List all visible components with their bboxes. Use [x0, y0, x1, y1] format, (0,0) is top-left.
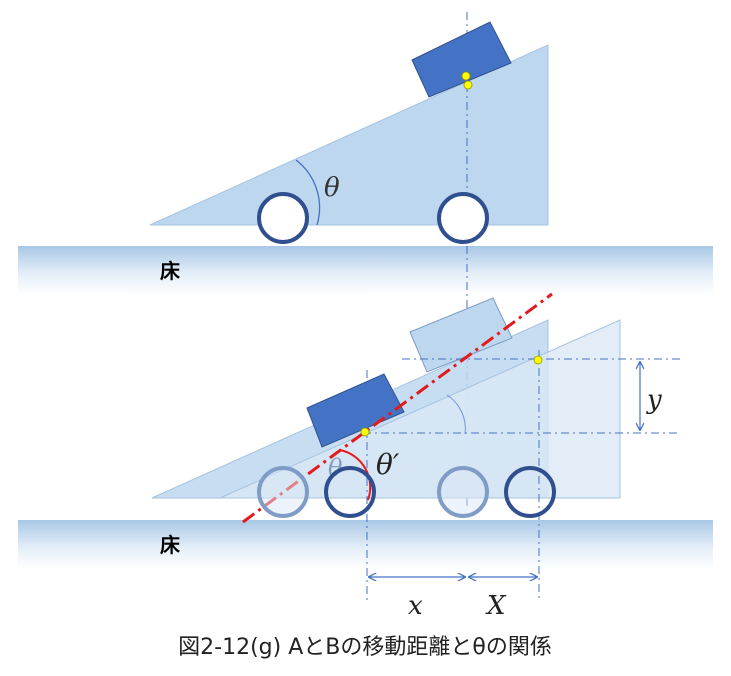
shifted-wedge — [219, 319, 621, 499]
moved-block — [306, 373, 405, 448]
top-angle-label: θ — [324, 173, 340, 203]
ghost-angle-arc — [446, 394, 466, 435]
top-panel: 床 θ — [18, 12, 713, 510]
top-block — [411, 21, 512, 98]
ghost-wheel-right — [437, 466, 489, 518]
ghost-wheel-left — [257, 466, 309, 518]
top-floor — [18, 246, 713, 296]
top-marker-2 — [463, 80, 473, 90]
top-marker-1 — [461, 71, 471, 81]
bottom-floor-label: 床 — [160, 533, 181, 557]
top-floor-label: 床 — [160, 259, 181, 283]
X-label: X — [485, 591, 507, 621]
marker-shifted — [533, 355, 543, 365]
bottom-panel: 床 θ θ′ y — [18, 292, 713, 621]
top-wheel-left — [257, 192, 309, 244]
red-angle-arc — [339, 449, 372, 501]
figure-caption: 図2-12(g) AとBの移動距離とθの関係 — [178, 635, 552, 660]
x-label: x — [408, 591, 423, 621]
wheel-left — [324, 466, 376, 518]
bottom-floor — [18, 520, 713, 570]
wheel-right — [504, 466, 556, 518]
y-label: y — [646, 385, 662, 415]
top-wheel-right — [437, 192, 489, 244]
theta-prime-label: θ′ — [376, 448, 400, 481]
top-wedge — [149, 44, 549, 226]
marker-moved — [360, 427, 370, 437]
top-angle-arc — [295, 159, 321, 226]
